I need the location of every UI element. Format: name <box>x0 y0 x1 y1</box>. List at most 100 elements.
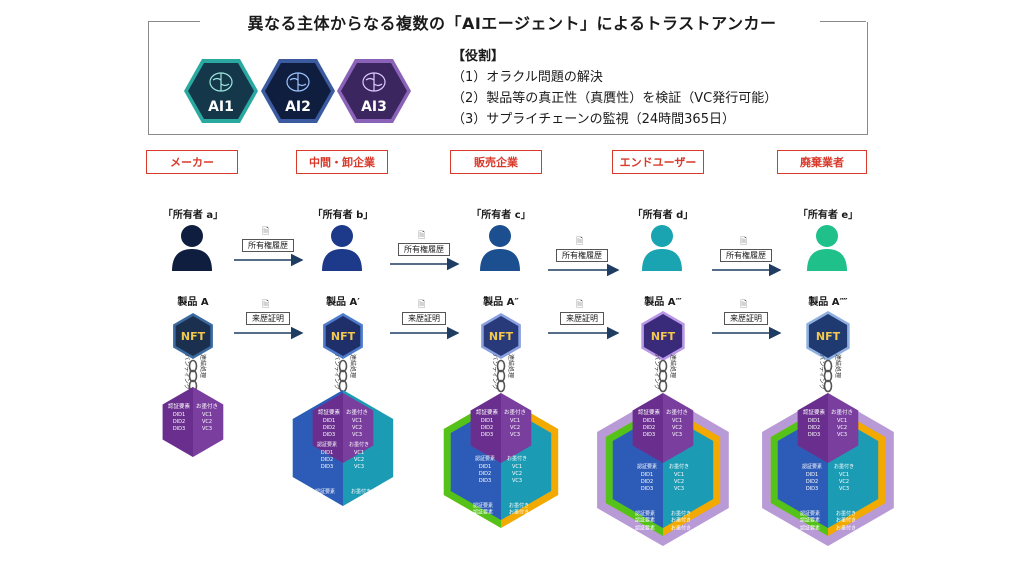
chain-link <box>823 359 833 373</box>
vc-label: VC1 <box>202 412 212 418</box>
document-icon: 🗎 <box>576 300 584 310</box>
gift-label: お墨付き <box>836 516 856 523</box>
gift-label: お墨付き <box>196 402 218 410</box>
did-label: DID1 <box>808 418 820 424</box>
cert-label: 認証要素 <box>635 516 655 523</box>
chain-link <box>188 359 198 373</box>
document-icon: 🗎 <box>418 300 426 310</box>
provenance-label: 来歴証明 <box>246 312 290 325</box>
owner-label: 「所有者 a」 <box>162 210 224 221</box>
did-label: DID3 <box>641 486 653 492</box>
role-item: （3）サプライチェーンの監視（24時間365日） <box>452 112 735 127</box>
vc-label: VC2 <box>672 425 682 431</box>
gift-label: お墨付き <box>509 502 529 509</box>
did-label: DID2 <box>173 419 185 425</box>
category-end-user: エンドユーザー <box>612 150 704 174</box>
cert-label: 認証要素 <box>800 510 820 517</box>
gift-label: お墨付き <box>836 524 856 531</box>
vc-label: VC1 <box>674 472 684 478</box>
vc-label: VC3 <box>510 432 520 438</box>
ai-badge-2: AI2 <box>261 59 335 123</box>
roles-heading: 【役割】 <box>452 49 505 64</box>
cert-label: 認証要素 <box>635 524 655 531</box>
did-label: DID3 <box>323 432 335 438</box>
vc-label: VC3 <box>837 432 847 438</box>
gift-label: お墨付き <box>346 408 368 416</box>
vc-label: VC3 <box>352 432 362 438</box>
did-label: DID2 <box>806 479 818 485</box>
gift-label: お墨付き <box>507 455 527 462</box>
nft-badge <box>175 316 211 356</box>
cert-label: 認証要素 <box>800 524 820 531</box>
interop-label: 連結処理 <box>669 354 677 378</box>
vc-label: VC1 <box>354 450 364 456</box>
banding-label: バンディング <box>183 354 191 390</box>
did-label: DID3 <box>643 432 655 438</box>
owner-label: 「所有者 d」 <box>632 210 694 221</box>
person-icon <box>322 225 362 271</box>
vc-label: VC2 <box>674 479 684 485</box>
chain-link <box>338 369 348 383</box>
provenance-label: 来歴証明 <box>724 312 768 325</box>
did-label: DID1 <box>806 472 818 478</box>
provenance-label: 来歴証明 <box>402 312 446 325</box>
vc-label: VC1 <box>672 418 682 424</box>
document-icon: 🗎 <box>262 227 270 237</box>
title-rule-left <box>148 21 200 22</box>
nft-label: NFT <box>816 330 841 343</box>
stack-column <box>162 313 224 457</box>
chain-link <box>496 369 506 383</box>
product-label: 製品 A <box>177 297 209 308</box>
vc-label: VC2 <box>837 425 847 431</box>
cert-label: 認証要素 <box>800 516 820 523</box>
product-label: 製品 A″ <box>483 297 519 308</box>
ai-badge-label: AI2 <box>285 99 311 115</box>
gift-label: お墨付き <box>671 516 691 523</box>
vc-label: VC1 <box>352 418 362 424</box>
vc-label: VC3 <box>674 486 684 492</box>
chain-link <box>496 359 506 373</box>
cert-label: 認証要素 <box>476 408 499 416</box>
nft-badge <box>325 316 361 356</box>
document-icon: 🗎 <box>262 300 270 310</box>
brain-icon <box>209 72 233 92</box>
role-item: （1）オラクル問題の解決 <box>452 70 603 85</box>
did-label: DID1 <box>481 418 493 424</box>
cert-label: 認証要素 <box>317 441 337 448</box>
interop-label: 連結処理 <box>349 354 357 378</box>
nft-badge <box>483 316 519 356</box>
did-label: DID1 <box>173 412 185 418</box>
vc-label: VC2 <box>839 479 849 485</box>
ownership-history-label: 所有権履歴 <box>398 243 450 256</box>
vc-label: VC1 <box>839 472 849 478</box>
owner-label: 「所有者 b」 <box>312 210 374 221</box>
cert-label: 認証要素 <box>318 408 341 416</box>
document-icon: 🗎 <box>740 237 748 247</box>
gift-label: お墨付き <box>509 508 529 515</box>
owner-label: 「所有者 e」 <box>797 210 859 221</box>
gift-label: お墨付き <box>504 408 526 416</box>
vc-label: VC2 <box>510 425 520 431</box>
vc-label: VC3 <box>839 486 849 492</box>
did-label: DID2 <box>808 425 820 431</box>
chain-link <box>338 359 348 373</box>
did-label: DID1 <box>643 418 655 424</box>
stack-column <box>762 311 894 546</box>
gift-label: お墨付き <box>831 408 853 416</box>
role-item: （2）製品等の真正性（真贋性）を検証（VC発行可能） <box>452 91 778 106</box>
nft-label: NFT <box>181 330 206 343</box>
ownership-history-label: 所有権履歴 <box>556 249 608 262</box>
banding-label: バンディング <box>333 354 341 390</box>
brain-icon <box>286 72 310 92</box>
page-title: 異なる主体からなる複数の「AIエージェント」によるトラストアンカー <box>247 14 777 33</box>
category-maker: メーカー <box>146 150 238 174</box>
nft-label: NFT <box>331 330 356 343</box>
gift-label: お墨付き <box>349 441 369 448</box>
product-label: 製品 A‴ <box>644 297 682 308</box>
stack-column <box>597 311 729 546</box>
cert-label: 認証要素 <box>315 488 335 495</box>
interop-label: 連結処理 <box>199 354 207 378</box>
gift-label: お墨付き <box>671 524 691 531</box>
vc-label: VC2 <box>352 425 362 431</box>
